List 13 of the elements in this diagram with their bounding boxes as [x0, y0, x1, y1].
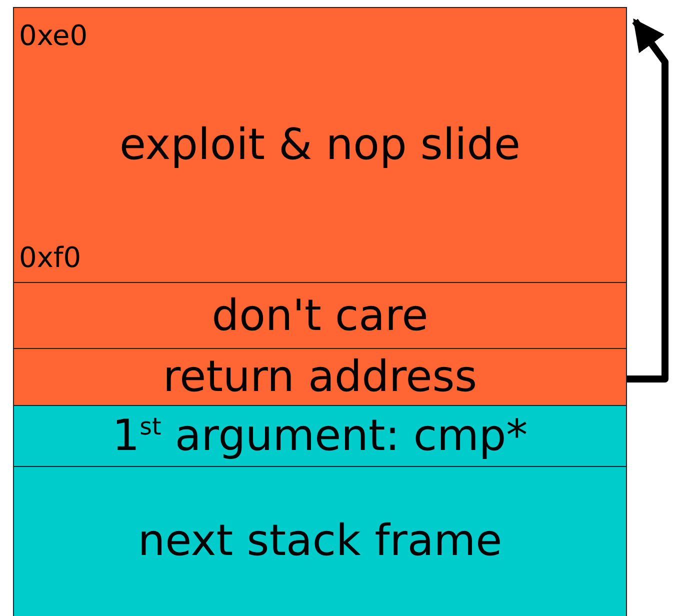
- block-label: next stack frame: [138, 520, 502, 564]
- arrow: [626, 18, 668, 382]
- memory-block: [13, 282, 627, 349]
- block-label: exploit & nop slide: [120, 124, 520, 167]
- memory-block: [13, 405, 627, 467]
- memory-block: [13, 466, 627, 616]
- block-label: 1$^{st}$ argument: cmp*: [112, 415, 528, 458]
- memory-block: [13, 7, 627, 283]
- block-label: don't care: [212, 294, 428, 338]
- block-label: return address: [162, 356, 478, 399]
- memory-block: [13, 348, 627, 406]
- address-label: 0xe0: [19, 22, 88, 50]
- address-label: 0xf0: [19, 244, 82, 272]
